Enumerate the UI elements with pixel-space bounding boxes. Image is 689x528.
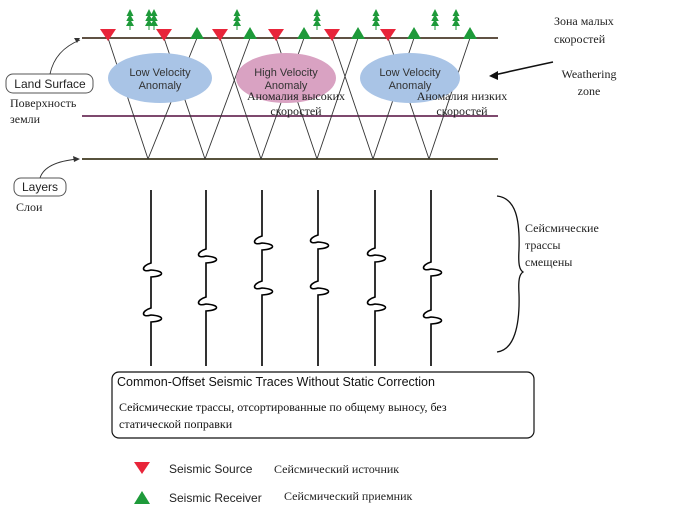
weathering-arrow xyxy=(493,61,554,76)
legend-source-ru: Сейсмический источник xyxy=(274,462,399,476)
seismic-receivers xyxy=(190,27,477,39)
source-icon xyxy=(380,29,396,41)
seismic-traces xyxy=(142,190,443,366)
arrowhead-icon xyxy=(489,71,498,80)
legend-receiver-icon xyxy=(134,491,150,504)
land-surface-arrow xyxy=(49,39,81,75)
receiver-icon xyxy=(351,27,365,39)
tree-icons xyxy=(126,9,460,30)
caption-body-ru: Сейсмические трассы, отсортированные по … xyxy=(119,400,447,431)
legend-receiver-en: Seismic Receiver xyxy=(169,491,262,505)
seismic-sources xyxy=(100,29,396,41)
source-icon xyxy=(212,29,228,41)
land-surface-box xyxy=(5,73,94,94)
arrowhead-icon xyxy=(73,156,80,162)
seismic-trace xyxy=(366,190,387,366)
legend-receiver-ru: Сейсмический приемник xyxy=(284,489,413,503)
low-velocity-anomaly-1 xyxy=(108,53,212,103)
land-surface-label: Land Surface xyxy=(14,77,86,91)
legend-source-en: Seismic Source xyxy=(169,462,253,476)
tree-icon xyxy=(233,9,241,30)
seismic-trace xyxy=(253,190,274,366)
layers-label: Layers xyxy=(22,180,58,194)
traces-brace xyxy=(496,195,525,353)
tree-icon xyxy=(145,9,153,30)
seismic-trace xyxy=(142,190,163,366)
seismic-trace xyxy=(422,190,443,366)
source-icon xyxy=(156,29,172,41)
source-icon xyxy=(268,29,284,41)
receiver-icon xyxy=(190,27,204,39)
caption-title: Common-Offset Seismic Traces Without Sta… xyxy=(117,375,435,389)
low-velocity-anomaly-2 xyxy=(360,53,460,103)
tree-icon xyxy=(126,9,134,30)
caption-box xyxy=(111,371,535,439)
tree-icon xyxy=(150,9,158,30)
legend-source-icon xyxy=(134,462,150,474)
tree-icon xyxy=(372,9,380,30)
layers-ru: Слои xyxy=(16,200,43,214)
tree-icon xyxy=(431,9,439,30)
source-icon xyxy=(324,29,340,41)
receiver-icon xyxy=(463,27,477,39)
arrowhead-icon xyxy=(74,38,80,43)
tree-icon xyxy=(313,9,321,30)
tree-icon xyxy=(452,9,460,30)
layers-arrow xyxy=(39,158,79,179)
receiver-icon xyxy=(297,27,311,39)
receiver-icon xyxy=(243,27,257,39)
seismic-trace xyxy=(309,190,330,366)
source-icon xyxy=(100,29,116,41)
seismic-trace xyxy=(197,190,218,366)
receiver-icon xyxy=(407,27,421,39)
high-velocity-anomaly xyxy=(236,53,336,103)
